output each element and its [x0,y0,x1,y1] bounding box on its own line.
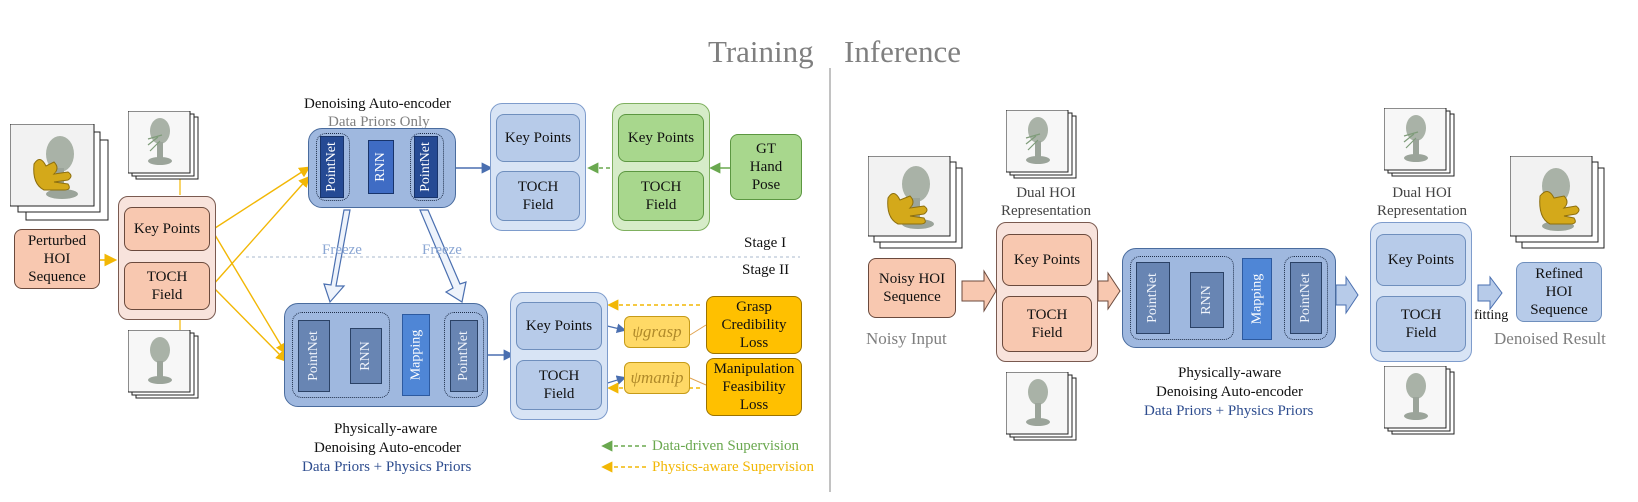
perturbed-hand-thumbnail [9,123,110,224]
legend-data-driven: Data-driven Supervision [652,438,800,454]
legend-physics-aware: Physics-aware Supervision [652,459,815,475]
denoising-ae-decoder-group [410,133,444,201]
refined-hand-thumbnail [1509,155,1606,252]
phys-ae-pointnet-encoder: PointNet [298,320,330,392]
toch-field-box: TOCH Field [124,262,210,310]
inference-ae-subtitle: Data Priors + Physics Priors [1144,403,1314,419]
ae-pointnet-encoder: PointNet [320,136,344,198]
fitting-label: fitting [1474,308,1509,323]
denoised-result-caption: Denoised Result [1494,329,1606,348]
ae-pointnet-decoder: PointNet [414,136,438,198]
freeze-arrow-left [323,209,351,304]
inference-encoder-group [1130,256,1234,340]
inference-ae-title-line1: Physically-aware [1178,365,1282,381]
inference-arrow-2 [1097,271,1121,311]
denoising-ae-encoder-group [316,133,350,201]
freeze-arrow-right [419,209,467,303]
inference-rnn: RNN [1190,272,1224,328]
manipulation-feasibility-loss: Manipulation Feasibility Loss [706,358,802,416]
dual-rep-label-right-line: Dual HOI Representation [1377,185,1467,219]
phys-ae-encoder-group [292,312,390,398]
inference-arrow-1 [961,269,997,313]
stage-ii-label: Stage II [742,262,790,278]
inference-right-toch-field: TOCH Field [1376,296,1466,352]
grasp-credibility-loss: Grasp Credibility Loss [706,296,802,354]
keypoint-object-thumbnail [127,110,200,183]
phys-output-toch-field: TOCH Field [516,360,602,410]
gt-toch-field: TOCH Field [618,171,704,221]
phys-ae-pointnet-decoder: PointNet [450,320,478,392]
inference-pointnet-encoder: PointNet [1136,262,1170,334]
inference-right-key-points: Key Points [1376,234,1466,286]
gt-hand-pose: GT Hand Pose [730,134,802,200]
inference-header: Inference [844,34,962,69]
inference-mapping: Mapping [1242,258,1272,340]
denoising-ae-title: Denoising Auto-encoder [304,96,452,112]
inference-ae-title-line2: Denoising Auto-encoder [1156,384,1304,400]
inference-toch-thumbnail-left [1005,371,1078,444]
dual-rep-label-left-line: Dual HOI Representation [1001,185,1091,219]
data-priors-only-label: Data Priors Only [328,114,430,130]
phys-ae-rnn: RNN [350,328,382,384]
inference-keypoint-thumbnail-left [1005,109,1078,182]
toch-object-thumbnail [127,329,200,402]
gt-key-points: Key Points [618,114,704,162]
inference-left-toch-field: TOCH Field [1002,296,1092,352]
phys-ae-mapping: Mapping [402,314,430,396]
noisy-hoi-sequence: Noisy HOI Sequence [868,258,956,318]
noisy-input-caption: Noisy Input [866,329,947,348]
phys-ae-subtitle: Data Priors + Physics Priors [302,459,472,475]
ae-rnn: RNN [368,140,394,194]
phys-ae-title-line1: Physically-aware [334,421,438,437]
freeze-left-label: Freeze [322,242,362,258]
psi-grasp: ψgrasp [624,316,690,348]
noisy-hand-thumbnail [867,155,964,252]
ae-output-key-points: Key Points [496,114,580,162]
psi-manip: ψmanip [624,362,690,394]
perturbed-hoi-sequence: Perturbed HOI Sequence [14,229,100,289]
ae-output-toch-field: TOCH Field [496,171,580,221]
phys-output-key-points: Key Points [516,302,602,350]
stage-i-label: Stage I [744,235,787,251]
inference-left-key-points: Key Points [1002,234,1092,286]
phys-ae-title-line2: Denoising Auto-encoder [314,440,462,456]
freeze-right-label: Freeze [422,242,462,258]
key-points-box: Key Points [124,207,210,251]
inference-toch-thumbnail-right [1383,365,1456,438]
training-header: Training [708,34,814,69]
inference-pointnet-decoder: PointNet [1290,262,1322,334]
refined-hoi-sequence: Refined HOI Sequence [1516,262,1602,322]
inference-decoder-group [1284,256,1328,340]
inference-keypoint-thumbnail-right [1383,107,1456,180]
phys-ae-decoder-group [444,312,484,398]
inference-arrow-4 [1477,275,1503,311]
inference-arrow-3 [1335,275,1359,315]
